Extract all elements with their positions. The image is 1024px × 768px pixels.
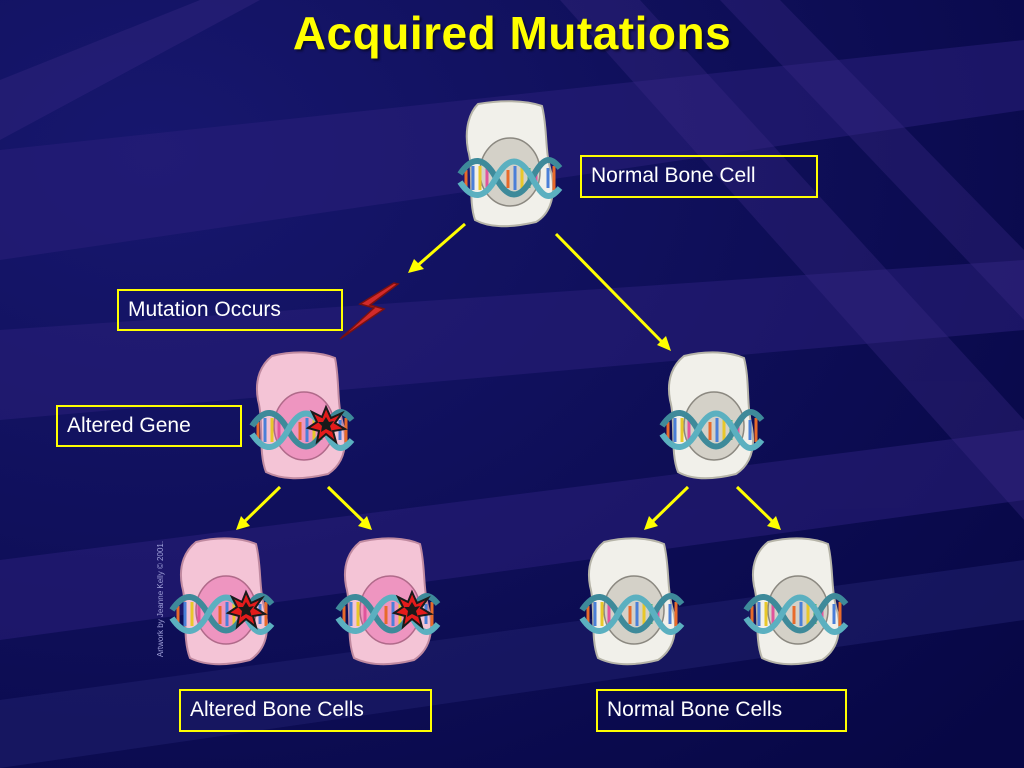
arrow-head [657, 336, 671, 351]
arrow-head [408, 259, 424, 273]
altered-gene-cell [252, 351, 352, 480]
arrow-head [236, 516, 250, 530]
artwork-credit: Artwork by Jeanne Kelly © 2001. [156, 540, 165, 658]
label-mutation-occurs: Mutation Occurs [117, 289, 343, 331]
division-arrows [236, 222, 781, 530]
slide-title: Acquired Mutations [292, 7, 732, 59]
arrow-head [644, 516, 658, 530]
label-altered-gene: Altered Gene [56, 405, 242, 447]
altered-bone-cell-1 [172, 537, 272, 666]
normal-bone-cell-middle [662, 351, 762, 480]
arrow-head [767, 516, 781, 530]
lightning-bolt-icon [339, 282, 400, 340]
altered-bone-cell-2 [338, 537, 438, 666]
label-normal-bone-cells: Normal Bone Cells [596, 689, 847, 732]
label-altered-bone-cells: Altered Bone Cells [179, 689, 432, 732]
normal-bone-cell-4 [746, 537, 846, 666]
normal-bone-cell-top [460, 100, 560, 228]
arrow [416, 222, 466, 268]
arrow [242, 485, 282, 524]
normal-bone-cell-3 [582, 537, 682, 666]
label-normal-bone-cell: Normal Bone Cell [580, 155, 818, 198]
arrow [554, 232, 666, 346]
arrow [326, 485, 366, 524]
arrow [735, 485, 775, 524]
arrow-head [358, 516, 372, 530]
arrow [650, 485, 690, 524]
